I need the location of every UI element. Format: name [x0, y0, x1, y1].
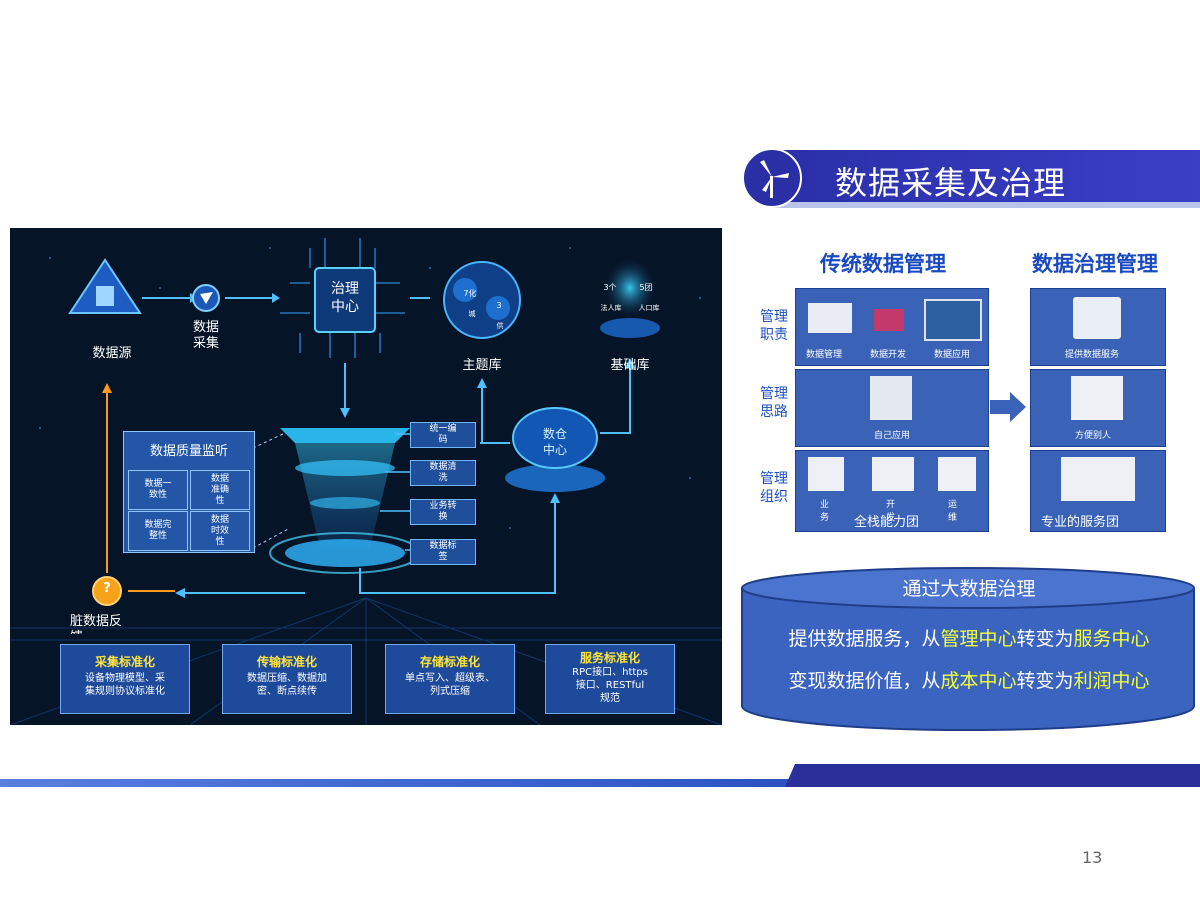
traditional-duty-panel: 数据管理 数据开发 数据应用: [795, 288, 989, 366]
governance-idea-label: 方便别人: [1075, 431, 1112, 441]
governance-org-caption: 专业的服务团: [1041, 515, 1120, 530]
row-label-idea: 管理 思路: [760, 386, 788, 420]
org-role-label: 业 务: [820, 500, 830, 523]
data-governance-diagram: 数据源 数据 采集 治理 中心 主题库 基础库 数仓 中心 脏数据反 馈 ? 7…: [10, 228, 722, 725]
barrel-top-text: 通过大数据治理: [902, 578, 1036, 600]
node-collect-label: 数据 采集: [192, 320, 219, 351]
base-icon-label: 3个: [603, 283, 617, 292]
standard-title: 服务标准化: [579, 651, 640, 665]
text: 转变为: [1016, 670, 1074, 692]
standard-title: 传输标准化: [256, 655, 317, 669]
standard-card-storage: 存储标准化 单点写入、超级表、 列式压缩: [385, 644, 515, 714]
base-icon-label: 人口库: [638, 304, 660, 312]
question-icon: ?: [103, 581, 111, 596]
traditional-org-panel: 业 务 开 发 运 维 全栈能力团: [795, 450, 989, 532]
step-data-cleaning: 数据清 洗: [410, 460, 476, 486]
step-business-transform: 业务转 换: [410, 499, 476, 525]
standard-desc: 单点写入、超级表、 列式压缩: [405, 673, 495, 697]
node-warehouse-label: 数仓 中心: [542, 427, 567, 457]
barrel-line-1: 提供数据服务，从管理中心转变为服务中心: [746, 624, 1192, 651]
governance-duty-label: 提供数据服务: [1065, 350, 1120, 360]
step-data-tagging: 数据标 签: [410, 539, 476, 565]
helping-hand-icon: [1071, 376, 1123, 420]
page-title: 数据采集及治理: [835, 164, 1067, 202]
quality-cell: 数据一 致性: [128, 470, 188, 510]
standard-card-service: 服务标准化 RPC接口、https 接口、RESTful 规范: [545, 644, 675, 714]
ops-person-icon: [938, 457, 976, 491]
node-base-label: 基础库: [610, 358, 650, 373]
standard-desc: 设备物理模型、采 集规则协议标准化: [85, 673, 165, 697]
standard-desc: RPC接口、https 接口、RESTful 规范: [572, 667, 648, 704]
summary-barrel: [741, 567, 1195, 731]
governance-duty-panel: 提供数据服务: [1030, 288, 1166, 366]
wind-turbine-icon: [760, 160, 789, 198]
theme-icon-label: 3: [496, 301, 502, 310]
theme-icon-label: 7化: [463, 289, 477, 298]
highlight-text: 管理中心: [940, 628, 1017, 650]
footer-stripe: [0, 764, 1200, 787]
quality-cell: 数据 时效 性: [190, 511, 250, 551]
traditional-column-title: 传统数据管理: [820, 252, 946, 276]
text: 提供数据服务，从: [788, 628, 941, 650]
duty-item-label: 数据管理: [806, 350, 843, 360]
standard-card-collect: 采集标准化 设备物理模型、采 集规则协议标准化: [60, 644, 190, 714]
self-use-icon: [870, 376, 912, 420]
theme-icon-label: 城: [468, 310, 476, 318]
base-icon-label: 5团: [639, 283, 653, 292]
duty-item-label: 数据开发: [870, 350, 907, 360]
barrel-line-2: 变现数据价值，从成本中心转变为利润中心: [746, 666, 1192, 693]
right-arrow-icon: [990, 392, 1026, 422]
quality-cell: 数据 准确 性: [190, 470, 250, 510]
base-icon-label: 法人库: [600, 304, 622, 312]
quality-cell: 数据完 整性: [128, 511, 188, 551]
row-label-duty: 管理 职责: [760, 309, 788, 343]
data-quality-title: 数据质量监听: [149, 444, 228, 459]
governance-idea-panel: 方便别人: [1030, 369, 1166, 447]
node-source-label: 数据源: [92, 346, 132, 361]
developer-person-icon: [872, 457, 914, 491]
business-person-icon: [808, 457, 844, 491]
org-caption: 全栈能力团: [854, 515, 920, 530]
page-number: 13: [1082, 848, 1103, 867]
org-role-label: 开 发: [886, 500, 896, 523]
node-theme-label: 主题库: [462, 358, 502, 373]
diagram-background: [10, 238, 722, 725]
idea-label: 自己应用: [874, 431, 911, 441]
highlight-text: 服务中心: [1073, 628, 1150, 650]
standard-desc: 数据压缩、数据加 密、断点续传: [247, 673, 327, 697]
text: 变现数据价值，从: [788, 670, 941, 692]
theme-icon-label: 供: [496, 322, 504, 330]
data-management-icon: [808, 303, 852, 333]
team-group-icon: [1061, 457, 1135, 501]
org-role-label: 运 维: [948, 500, 958, 523]
data-development-icon: [874, 309, 904, 331]
title-banner: [742, 148, 1200, 208]
row-label-org: 管理 组织: [760, 471, 788, 505]
data-service-icon: [1073, 297, 1121, 339]
governance-column-title: 数据治理管理: [1032, 252, 1158, 276]
standard-title: 采集标准化: [94, 655, 155, 669]
standard-card-transmit: 传输标准化 数据压缩、数据加 密、断点续传: [222, 644, 352, 714]
data-application-icon: [924, 299, 982, 341]
text: 转变为: [1016, 628, 1074, 650]
governance-org-panel: 专业的服务团: [1030, 450, 1166, 532]
data-quality-monitor: 数据质量监听 数据一 致性 数据 准确 性 数据完 整性 数据 时效 性: [123, 431, 255, 553]
standard-title: 存储标准化: [419, 655, 480, 669]
highlight-text: 利润中心: [1073, 670, 1150, 692]
node-center-label: 治理 中心: [331, 281, 359, 315]
node-dirty-feedback-label: 脏数据反 馈: [70, 614, 123, 634]
traditional-idea-panel: 自己应用: [795, 369, 989, 447]
duty-item-label: 数据应用: [934, 350, 971, 360]
highlight-text: 成本中心: [940, 670, 1017, 692]
step-unified-coding: 统一编 码: [410, 422, 476, 448]
